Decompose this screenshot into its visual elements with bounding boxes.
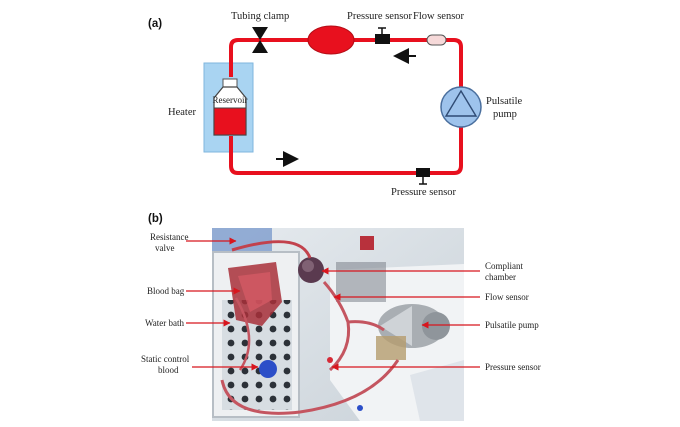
resistance-valve-label-1: Resistance (150, 232, 189, 242)
tubing-clamp-label: Tubing clamp (231, 11, 289, 22)
pressure-sensor-label-b: Pressure sensor (485, 362, 541, 372)
pressure-sensor-bottom-label: Pressure sensor (391, 187, 457, 198)
panel-b-label: (b) (148, 213, 163, 225)
tubing-clamp (252, 27, 268, 53)
pulsatile-pump-label-b: Pulsatile pump (485, 320, 539, 330)
pulsatile-pump-label-1: Pulsatile (486, 96, 523, 107)
compliant-chamber-label-2: chamber (485, 272, 516, 282)
blood-bag-label: Blood bag (147, 286, 185, 296)
reservoir: Reservoir (213, 78, 248, 136)
compliant-chamber-label-1: Compliant (485, 261, 523, 271)
panel-a-label: (a) (148, 18, 162, 30)
water-bath-label: Water bath (145, 318, 185, 328)
static-control-label-1: Static control (141, 354, 190, 364)
pressure-sensor-bottom (416, 168, 430, 185)
tubing-loop (229, 38, 463, 175)
pressure-sensor-top-label: Pressure sensor (347, 11, 413, 22)
experimental-setup-photo (212, 228, 464, 421)
flow-sensor (426, 34, 447, 46)
compliance-balloon (307, 25, 355, 55)
pressure-sensor-top (375, 27, 390, 44)
flow-sensor-label: Flow sensor (413, 11, 465, 22)
heater-label: Heater (168, 107, 196, 118)
resistance-valve-label-2: valve (155, 243, 175, 253)
flow-sensor-label-b: Flow sensor (485, 292, 529, 302)
pulsatile-pump (440, 86, 482, 128)
reservoir-label: Reservoir (213, 95, 248, 105)
pulsatile-pump-label-2: pump (493, 109, 517, 120)
static-control-label-2: blood (158, 365, 179, 375)
